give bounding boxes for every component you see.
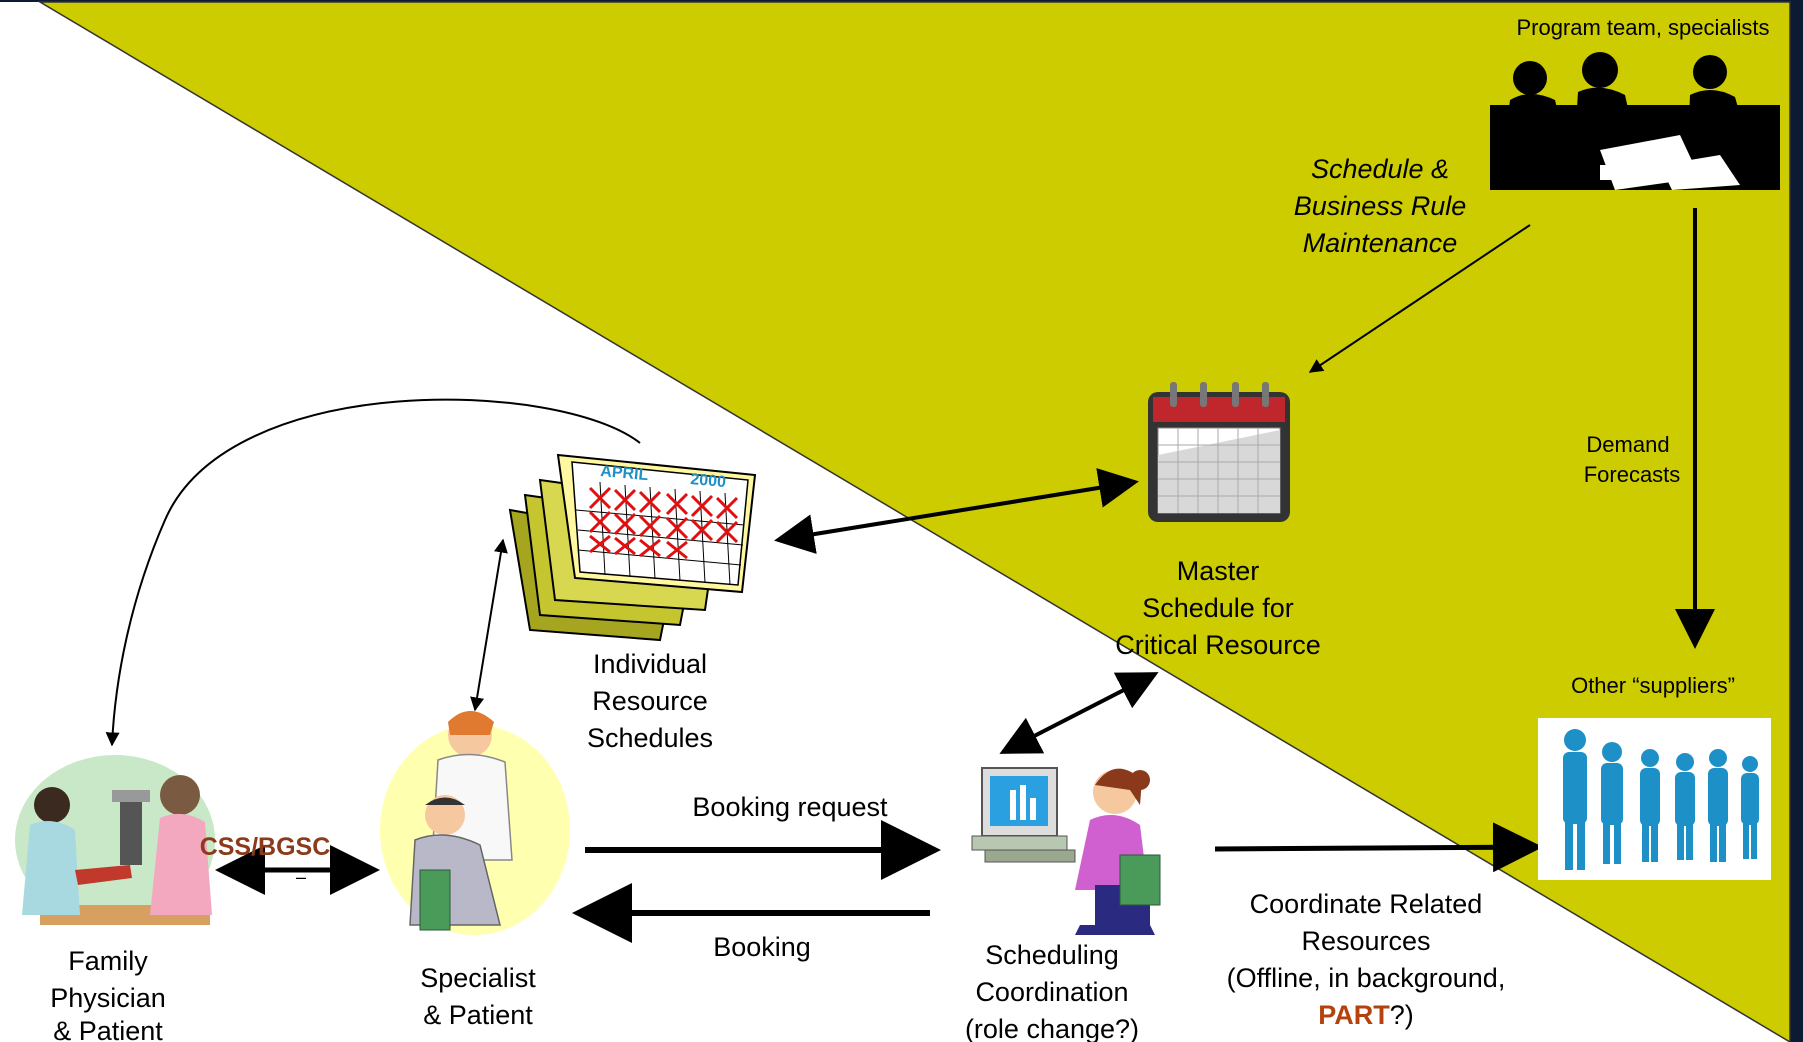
master-scheduling-arrow <box>999 672 1159 754</box>
coordinate-label-2: Resources <box>1301 926 1430 956</box>
team-label: Program team, specialists <box>1516 15 1769 40</box>
master-individual-arrow <box>774 468 1139 554</box>
coordinate-label-4: PART?) <box>1318 1000 1414 1030</box>
suppliers-people-icon <box>1538 718 1771 880</box>
individual-label-2: Resource <box>592 686 708 716</box>
calendar-month: APRIL <box>600 463 650 484</box>
family-label-3: & Patient <box>53 1016 163 1042</box>
loop-arrow <box>105 398 641 747</box>
other-suppliers-label: Other “suppliers” <box>1571 673 1735 698</box>
specialist-label-1: Specialist <box>420 963 536 993</box>
scheduling-label-2: Coordination <box>975 977 1128 1007</box>
coordinate-label-1: Coordinate Related <box>1250 889 1483 919</box>
master-label-2: Schedule for <box>1142 593 1294 623</box>
part-suffix: ?) <box>1390 1000 1414 1030</box>
booking-request-label: Booking request <box>692 792 888 822</box>
maintenance-label-1: Schedule & <box>1311 154 1449 184</box>
family-physician-icon <box>15 755 215 925</box>
family-label-1: Family <box>68 946 148 976</box>
demand-label-2: Forecasts <box>1584 462 1681 487</box>
css-label: CSS/BGSC <box>200 833 331 861</box>
specialist-icon <box>380 711 570 935</box>
scheduler-icon <box>971 767 1161 935</box>
maintenance-label-3: Maintenance <box>1303 228 1458 258</box>
calendar-stack-icon: APRIL 2000 <box>508 453 757 642</box>
calendar-year: 2000 <box>690 471 727 491</box>
coordinate-label-3: (Offline, in background, <box>1227 963 1506 993</box>
individual-specialist-arrow <box>470 538 508 712</box>
scheduling-label-3: (role change?) <box>965 1014 1139 1042</box>
css-dash: – <box>296 867 306 887</box>
individual-label-3: Schedules <box>587 723 713 753</box>
maintenance-arrow <box>1308 224 1531 373</box>
individual-label-1: Individual <box>593 649 707 679</box>
master-label-1: Master <box>1177 556 1260 586</box>
coordinate-arrow <box>1214 822 1543 873</box>
booking-label: Booking <box>713 932 811 962</box>
family-label-2: Physician <box>50 983 166 1013</box>
master-label-3: Critical Resource <box>1115 630 1321 660</box>
specialist-label-2: & Patient <box>423 1000 533 1030</box>
master-calendar-icon <box>1148 382 1290 522</box>
part-emphasis: PART <box>1318 1000 1390 1030</box>
meeting-people-icon <box>1490 52 1780 190</box>
maintenance-label-2: Business Rule <box>1294 191 1467 221</box>
scheduling-label-1: Scheduling <box>985 940 1119 970</box>
demand-label-1: Demand <box>1586 432 1669 457</box>
